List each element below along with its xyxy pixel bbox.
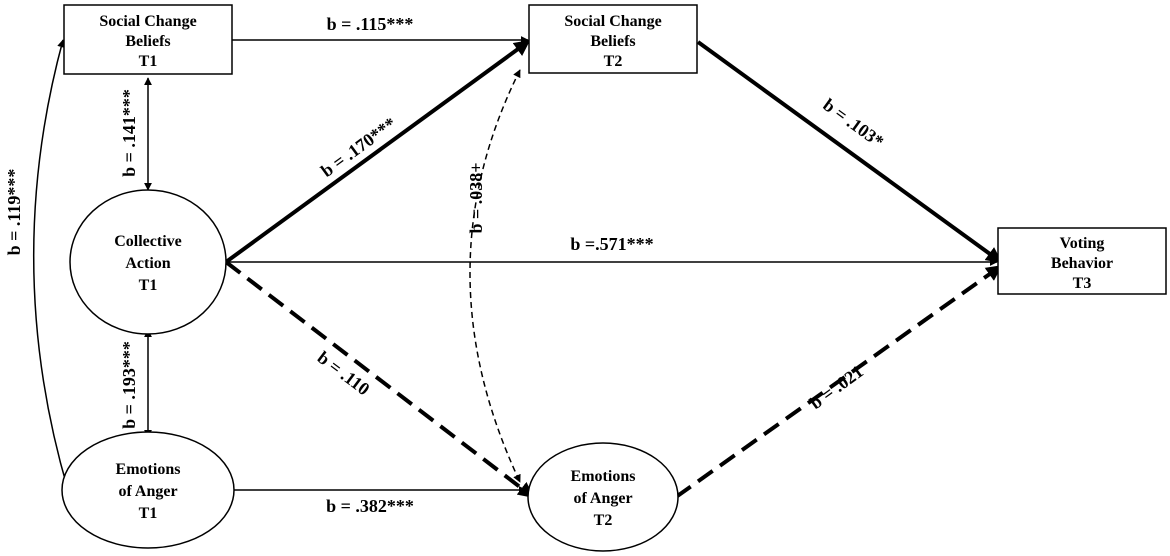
- node-social-change-beliefs-t2: Social Change Beliefs T2: [528, 4, 698, 74]
- node-label-line: Emotions: [116, 461, 181, 478]
- node-emotions-of-anger-t1: Emotions of Anger T1: [61, 431, 235, 549]
- coef-ca1-anger1: b = .193***: [119, 341, 139, 429]
- node-label-line: T1: [139, 505, 158, 522]
- arrow-anger2-to-vote: [674, 264, 1003, 499]
- node-emotions-of-anger-t2: Emotions of Anger T2: [527, 442, 679, 552]
- covariance-scb2-anger2: [469, 69, 521, 483]
- node-label-line: Beliefs: [590, 33, 635, 50]
- node-social-change-beliefs-t1: Social Change Beliefs T1: [63, 4, 233, 75]
- node-label-line: of Anger: [118, 483, 177, 500]
- coef-scb1-anger1: b = .119***: [4, 169, 24, 256]
- coef-ca1-scb2: b = .170***: [317, 113, 400, 181]
- node-voting-behavior-t3: Voting Behavior T3: [997, 227, 1167, 295]
- node-label-line: Beliefs: [125, 33, 170, 50]
- node-label-line: Social Change: [99, 13, 196, 30]
- coef-scb1-ca1: b = .141***: [119, 89, 139, 177]
- node-label-line: Action: [125, 255, 170, 272]
- node-label-line: T2: [594, 512, 613, 529]
- node-label-line: T3: [1073, 275, 1092, 292]
- coef-anger1-anger2: b = .382***: [326, 496, 414, 516]
- arrow-scb2-to-vote: [696, 40, 1003, 264]
- coef-ca1-anger2: b = .110: [314, 347, 374, 399]
- coef-scb2-anger2: b = .038+: [466, 162, 486, 233]
- coef-scb1-scb2: b = .115***: [327, 14, 414, 34]
- node-label-line: Behavior: [1051, 255, 1113, 272]
- coef-scb2-vote: b = .103*: [819, 95, 887, 152]
- covariance-scb1-anger1: [33, 39, 70, 491]
- node-label-line: T1: [139, 277, 158, 294]
- node-collective-action-t1: Collective Action T1: [69, 189, 227, 335]
- coef-anger2-vote: b = .021: [806, 361, 867, 413]
- arrow-ca1-to-scb2: [224, 39, 531, 264]
- node-label-line: T1: [139, 53, 158, 70]
- node-label-line: Collective: [114, 233, 182, 250]
- node-label-line: Emotions: [571, 468, 636, 485]
- node-label-line: Voting: [1060, 235, 1105, 252]
- node-label-line: of Anger: [573, 490, 632, 507]
- node-label-line: Social Change: [564, 13, 661, 30]
- node-label-line: T2: [604, 53, 623, 70]
- coef-ca1-vote: b =.571***: [570, 234, 653, 254]
- arrow-ca1-to-anger2: [224, 260, 535, 499]
